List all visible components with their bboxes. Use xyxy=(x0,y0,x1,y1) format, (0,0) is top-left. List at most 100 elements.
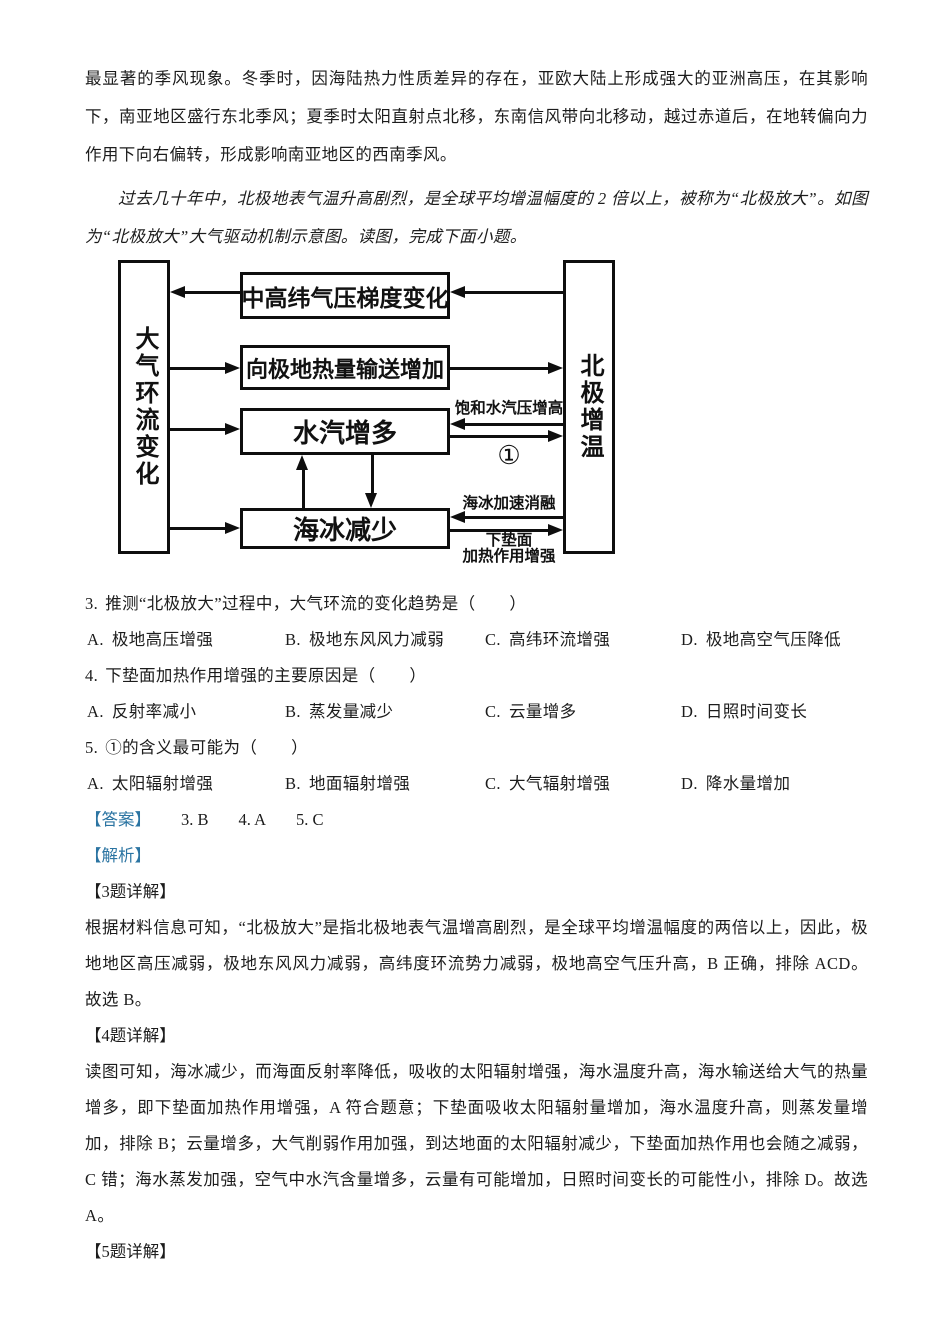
question-5-number: 5. xyxy=(85,738,99,757)
arrow-line xyxy=(450,434,551,438)
diagram-box-arctic-warming: 北极增温 xyxy=(563,260,615,554)
question-3-option-c: C. 高纬环流增强 xyxy=(485,622,681,658)
question-3-text: 推测“北极放大”过程中，大气环流的变化趋势是（ ） xyxy=(105,594,527,613)
answer-tag: 【答案】 xyxy=(85,810,151,829)
diagram-box-pressure-gradient-change: 中高纬气压梯度变化 xyxy=(240,272,450,319)
arrow-line xyxy=(301,467,305,510)
arrowhead-right-icon xyxy=(548,430,563,442)
option-label: A. xyxy=(87,774,104,793)
option-label: B. xyxy=(285,774,301,793)
question-4-number: 4. xyxy=(85,666,99,685)
question-3-stem: 3. 推测“北极放大”过程中，大气环流的变化趋势是（ ） xyxy=(85,586,868,622)
arrow-line xyxy=(170,366,228,370)
question-5-option-a: A. 太阳辐射增强 xyxy=(87,766,285,802)
option-label: C. xyxy=(485,702,501,721)
question-5-options: A. 太阳辐射增强 B. 地面辐射增强 C. 大气辐射增强 D. 降水量增加 xyxy=(85,766,868,802)
diagram-box-sea-ice-decrease: 海冰减少 xyxy=(240,508,450,549)
arrowhead-right-icon xyxy=(225,423,240,435)
arrow-line xyxy=(370,455,374,498)
option-label: B. xyxy=(285,630,301,649)
arrow-line xyxy=(450,366,551,370)
diagram-box-water-vapor-increase: 水汽增多 xyxy=(240,408,450,455)
arrowhead-right-icon xyxy=(225,362,240,374)
arrowhead-left-icon xyxy=(450,418,465,430)
arctic-amplification-diagram: 大气环流变化 北极增温 中高纬气压梯度变化 向极地热量输送增加 水汽增多 海冰减… xyxy=(118,260,618,578)
arrowhead-left-icon xyxy=(450,286,465,298)
question-5-option-c: C. 大气辐射增强 xyxy=(485,766,681,802)
question-3-options: A. 极地高压增强 B. 极地东风风力减弱 C. 高纬环流增强 D. 极地高空气压降低 xyxy=(85,622,868,658)
option-label: C. xyxy=(485,774,501,793)
answer-q3: 3. B xyxy=(181,810,209,829)
question-3-option-b: B. 极地东风风力减弱 xyxy=(285,622,485,658)
question-4-option-a: A. 反射率减小 xyxy=(87,694,285,730)
arrow-line xyxy=(178,290,240,294)
option-text: 降水量增加 xyxy=(705,774,791,793)
question-4-option-b: B. 蒸发量减少 xyxy=(285,694,485,730)
arrowhead-right-icon xyxy=(548,524,563,536)
analysis-heading-q3: 【3题详解】 xyxy=(85,882,176,901)
arrowhead-left-icon xyxy=(450,511,465,523)
option-text: 云量增多 xyxy=(508,702,577,721)
arrowhead-down-icon xyxy=(365,493,377,508)
analysis-tag-row: 【解析】 xyxy=(85,838,868,874)
question-4-option-d: D. 日照时间变长 xyxy=(681,694,868,730)
option-text: 极地高空气压降低 xyxy=(705,630,842,649)
option-label: C. xyxy=(485,630,501,649)
diagram-box-atmospheric-circulation-change: 大气环流变化 xyxy=(118,260,170,554)
option-label: D. xyxy=(681,630,698,649)
questions-block: 3. 推测“北极放大”过程中，大气环流的变化趋势是（ ） A. 极地高压增强 B. 极… xyxy=(85,586,868,1270)
arrowhead-right-icon xyxy=(548,362,563,374)
analysis-tag: 【解析】 xyxy=(85,846,151,865)
question-4-text: 下垫面加热作用增强的主要原因是（ ） xyxy=(105,666,427,685)
option-text: 太阳辐射增强 xyxy=(111,774,214,793)
label-circled-one: ① xyxy=(497,441,521,470)
intro-paragraph-2: 过去几十年中，北极地表气温升高剧烈，是全球平均增温幅度的 2 倍以上，被称为“北… xyxy=(85,189,868,246)
option-label: D. xyxy=(681,774,698,793)
answer-q4: 4. A xyxy=(238,810,267,829)
answer-q5: 5. C xyxy=(296,810,324,829)
intro-paragraph-1: 最显著的季风现象。冬季时，因海陆热力性质差异的存在，亚欧大陆上形成强大的亚洲高压… xyxy=(85,69,868,164)
question-3-option-a: A. 极地高压增强 xyxy=(87,622,285,658)
option-text: 地面辐射增强 xyxy=(308,774,411,793)
option-label: B. xyxy=(285,702,301,721)
question-5-option-d: D. 降水量增加 xyxy=(681,766,868,802)
option-text: 日照时间变长 xyxy=(705,702,808,721)
question-4-option-c: C. 云量增多 xyxy=(485,694,681,730)
arrow-line xyxy=(458,515,563,519)
analysis-heading-q4: 【4题详解】 xyxy=(85,1026,176,1045)
option-label: A. xyxy=(87,630,104,649)
answer-row: 【答案】 3. B 4. A 5. C xyxy=(85,802,868,838)
diagram-box-poleward-heat-transport: 向极地热量输送增加 xyxy=(240,345,450,390)
question-3-number: 3. xyxy=(85,594,99,613)
label-sea-ice-melting: 海冰加速消融 xyxy=(462,495,556,512)
arrowhead-right-icon xyxy=(225,522,240,534)
arrow-line xyxy=(458,290,563,294)
diagram-right-box-label: 北极增温 xyxy=(576,353,602,461)
arrow-line xyxy=(170,526,228,530)
question-3-option-d: D. 极地高空气压降低 xyxy=(681,622,868,658)
question-5-text: ①的含义最可能为（ ） xyxy=(105,738,308,757)
option-text: 极地高压增强 xyxy=(111,630,214,649)
label-underlying-surface-line1: 下垫面 xyxy=(485,532,533,549)
analysis-body-q3: 根据材料信息可知，“北极放大”是指北极地表气温增高剧烈，是全球平均增温幅度的两倍… xyxy=(85,918,868,1009)
arrowhead-left-icon xyxy=(170,286,185,298)
analysis-body-q4: 读图可知，海冰减少，而海面反射率降低，吸收的太阳辐射增强，海水温度升高，海水输送… xyxy=(85,1062,868,1225)
arrow-line xyxy=(450,528,551,532)
label-saturated-vapor-pressure: 饱和水汽压增高 xyxy=(454,400,564,417)
question-5-stem: 5. ①的含义最可能为（ ） xyxy=(85,730,868,766)
option-text: 大气辐射增强 xyxy=(508,774,611,793)
option-text: 反射率减小 xyxy=(111,702,197,721)
arrow-line xyxy=(170,427,228,431)
option-label: D. xyxy=(681,702,698,721)
option-text: 极地东风风力减弱 xyxy=(308,630,445,649)
exam-page: 最显著的季风现象。冬季时，因海陆热力性质差异的存在，亚欧大陆上形成强大的亚洲高压… xyxy=(85,69,868,1270)
question-4-stem: 4. 下垫面加热作用增强的主要原因是（ ） xyxy=(85,658,868,694)
label-underlying-surface-line2: 加热作用增强 xyxy=(462,548,556,565)
arrowhead-up-icon xyxy=(296,455,308,470)
option-text: 高纬环流增强 xyxy=(508,630,611,649)
diagram-left-box-label: 大气环流变化 xyxy=(131,326,157,488)
option-text: 蒸发量减少 xyxy=(308,702,394,721)
question-5-option-b: B. 地面辐射增强 xyxy=(285,766,485,802)
option-label: A. xyxy=(87,702,104,721)
analysis-heading-q5: 【5题详解】 xyxy=(85,1242,176,1261)
